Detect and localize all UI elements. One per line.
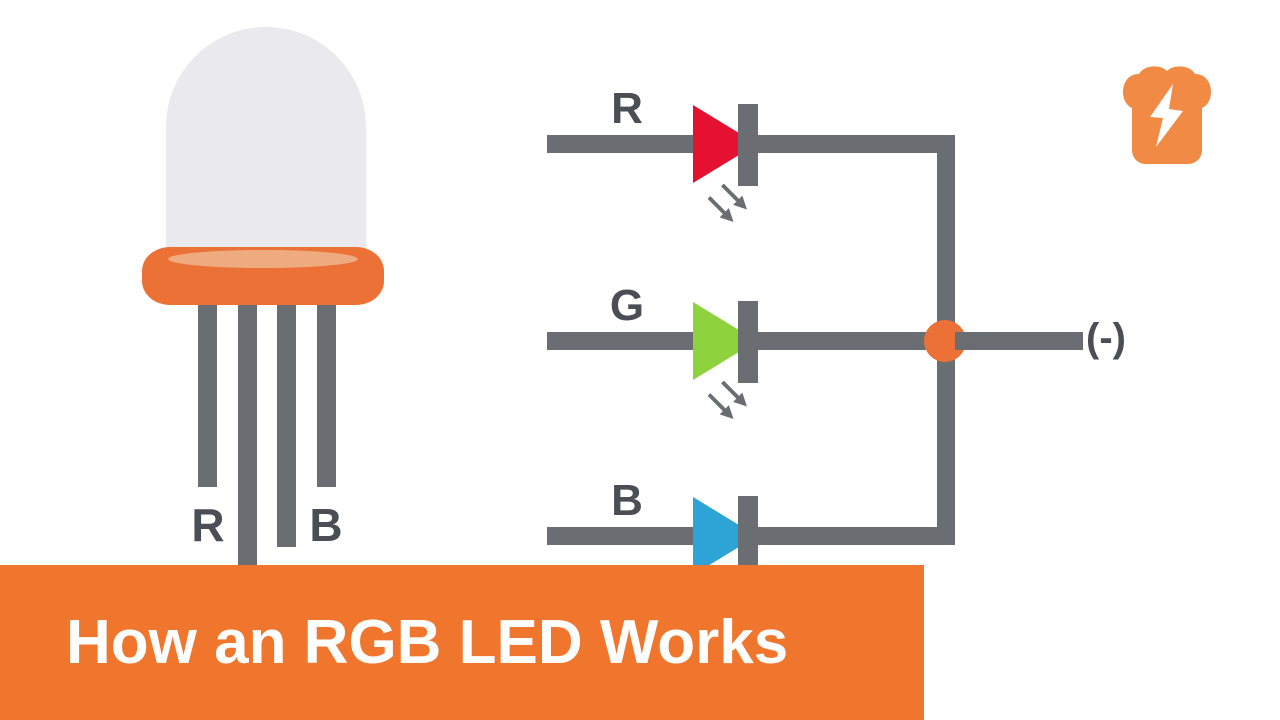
led-leg-common bbox=[238, 298, 257, 570]
pin-label-r: R bbox=[191, 499, 225, 551]
schematic-label-r: R bbox=[611, 84, 643, 133]
schematic-label-b: B bbox=[611, 476, 643, 525]
light-emission-arrows-icon bbox=[708, 184, 747, 223]
red-anode-wire bbox=[547, 135, 712, 153]
blue-anode-wire bbox=[547, 527, 712, 545]
led-leg-red bbox=[198, 298, 217, 487]
schematic-label-g: G bbox=[609, 281, 645, 330]
lightning-bolt-shape bbox=[1150, 84, 1183, 147]
pin-label-b: B bbox=[309, 499, 343, 551]
toast-lightning-icon bbox=[1123, 66, 1211, 164]
light-emission-arrows-icon bbox=[708, 381, 747, 420]
negative-terminal-wire bbox=[955, 332, 1083, 350]
green-cathode-bar bbox=[738, 301, 758, 383]
led-leg-blue bbox=[317, 298, 336, 487]
led-base-flange bbox=[142, 247, 384, 305]
green-led-triangle-shape bbox=[693, 302, 757, 380]
red-led-triangle bbox=[693, 105, 757, 183]
blue-cathode-bar bbox=[738, 496, 758, 578]
led-base-top-surface bbox=[168, 250, 358, 268]
blue-led-triangle-shape bbox=[693, 497, 757, 575]
negative-terminal-label: (-) bbox=[1086, 316, 1126, 360]
video-title: How an RGB LED Works bbox=[66, 608, 789, 677]
red-cathode-wire bbox=[758, 135, 955, 153]
red-cathode-bar bbox=[738, 104, 758, 186]
green-led-triangle bbox=[693, 302, 757, 380]
green-cathode-wire bbox=[758, 332, 955, 350]
led-leg-green bbox=[277, 298, 296, 547]
green-anode-wire bbox=[547, 332, 712, 350]
led-dome bbox=[166, 27, 366, 263]
title-banner: How an RGB LED Works bbox=[0, 565, 924, 720]
red-led-triangle-shape bbox=[693, 105, 757, 183]
blue-led-triangle bbox=[693, 497, 757, 575]
blue-cathode-wire bbox=[758, 527, 955, 545]
